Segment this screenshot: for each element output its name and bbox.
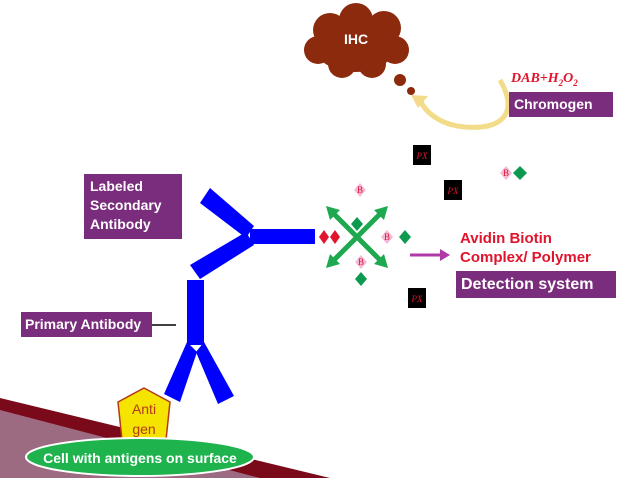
avidin-biotin-line1: Avidin Biotin [460,230,552,247]
secondary-antibody [190,188,315,279]
detection-arrowhead [440,249,450,261]
peroxidase-tags: PX PX PX [408,145,462,308]
px-tag-3 [408,288,426,308]
biotin-label-1: B [357,185,363,195]
px-label-2: PX [447,186,459,196]
px-tag-2 [444,180,462,200]
reagent-sub1: 2 [558,78,564,88]
green-cross-arrows [330,210,384,264]
primary-antibody [164,280,234,404]
reagent-formula: DAB+H2O2 [510,71,578,88]
biotin-badge-4 [500,166,512,180]
ihc-cloud [304,3,421,103]
ihc-title: IHC [344,31,368,47]
red-diamond-1 [319,230,329,244]
labeled-secondary-line3: Antibody [90,216,151,232]
labeled-secondary-antibody-label: Labeled Secondary Antibody [84,174,182,239]
green-diamond-bottom [355,272,367,286]
px-tag-1 [413,145,431,165]
avidin-biotin-line2: Complex/ Polymer [460,249,591,266]
labeled-secondary-line2: Secondary [90,197,162,213]
cloud-dot-2 [407,87,415,95]
px-label-3: PX [411,294,423,304]
green-diamond-top-right [513,166,527,180]
green-diamond-left [351,217,363,231]
biotin-badge-3 [355,255,367,269]
detection-system-label: Detection system [456,271,616,298]
labeled-secondary-line1: Labeled [90,178,143,194]
biotin-markers: B B B B [354,166,512,269]
green-diamond-right [399,230,411,244]
cell-label: Cell with antigens on surface [43,450,237,466]
chromogen-curve-arrow [417,78,511,130]
biotin-label-2: B [384,232,390,242]
reagent-base: DAB+H [510,71,560,86]
biotin-label-3: B [358,257,364,267]
chromogen-label: Chromogen [509,92,613,117]
cell-ellipse [25,437,255,477]
biotin-label-4: B [503,168,509,178]
biotin-badge-1 [354,183,366,197]
red-diamond-2 [330,230,340,244]
biotin-badge-2 [381,230,393,244]
reagent-sub2: 2 [572,78,578,88]
antigen-line1: Anti [132,401,156,417]
reagent-mid: O [563,71,573,86]
primary-antibody-label: Primary Antibody [21,312,152,337]
px-label-1: PX [416,151,428,161]
cloud-dot-1 [394,74,406,86]
antigen-line2: gen [132,421,155,437]
avidin-biotin-complex [319,166,527,286]
chromogen-arrowhead [411,95,428,108]
